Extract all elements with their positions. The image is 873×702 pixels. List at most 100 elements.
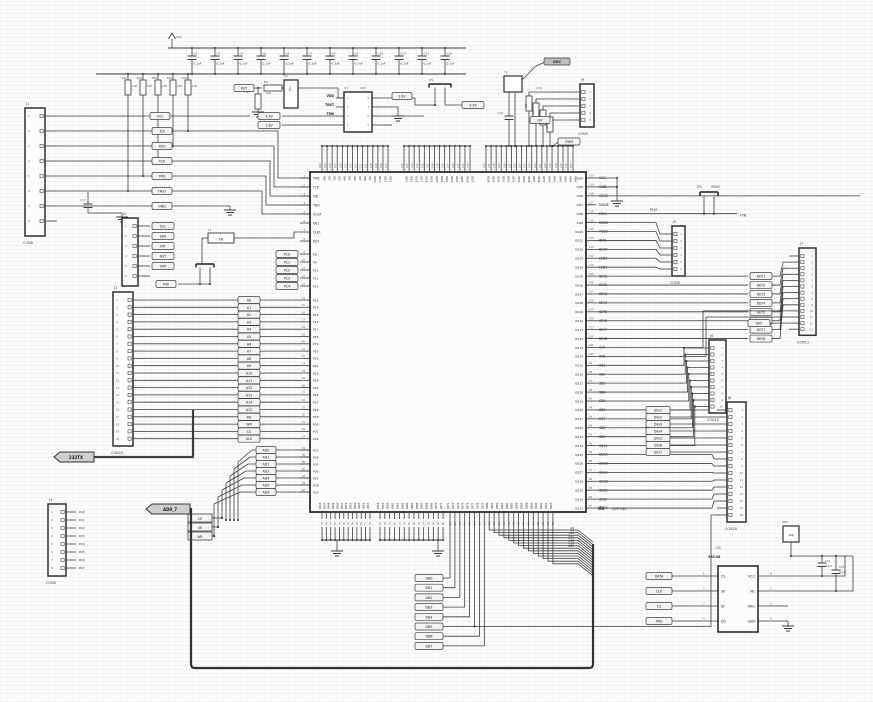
net-label-box: [151, 222, 175, 230]
pin-text: IO44: [568, 176, 572, 183]
pin-text: 6: [680, 267, 682, 271]
pin-text: IO13: [388, 176, 392, 183]
pin-text: IO60: [386, 502, 390, 509]
pin-text: 138: [442, 163, 445, 168]
pin-text: 90: [589, 442, 593, 445]
net-label: 1.8V: [398, 95, 406, 99]
net-label: DO: [721, 619, 727, 623]
pin-text: 5: [589, 118, 591, 122]
junction-dot: [236, 518, 240, 522]
junction-dot: [685, 359, 688, 363]
pin-text: 77: [497, 522, 500, 526]
net-label: A13: [246, 393, 252, 397]
pin-text: 157: [334, 163, 337, 168]
pin-text: 67: [448, 522, 451, 526]
pin-text: 78: [502, 522, 505, 526]
net-label: INT: [160, 245, 166, 249]
net-label: 3.3V: [265, 115, 273, 119]
pin-text: 4: [680, 253, 682, 257]
pin-text: 13: [302, 282, 306, 286]
pin-text: 113: [589, 237, 594, 240]
pin-text: 119: [549, 163, 552, 168]
ref-des: U2: [284, 74, 288, 78]
pin-text: 7: [741, 450, 743, 454]
junction-dot: [236, 72, 240, 76]
junction-dot: [468, 144, 472, 148]
net-label: 10K: [192, 84, 197, 88]
pin-text: 79: [507, 522, 510, 526]
pin-text: 13: [810, 327, 814, 331]
pin-text: P25: [313, 386, 319, 390]
pin-text: 48: [351, 522, 354, 526]
pin-text: IO14: [404, 176, 408, 183]
pin-text: IO0: [322, 176, 326, 181]
net-label: CS: [657, 605, 661, 609]
pin-text: IO109: [575, 310, 583, 314]
pin-text: P35: [313, 462, 319, 466]
pin-text: 86: [589, 478, 593, 481]
pin-text: P22: [313, 364, 319, 368]
pin-text: 4: [347, 124, 349, 127]
net-label: A12: [568, 536, 574, 540]
pin-text: IO91: [539, 502, 543, 509]
eeprom-circuit: U493C461CSDATA8VCC2SKCLK7NC3DICS6ORG4DOP…: [645, 520, 854, 633]
net-label: P30: [163, 283, 169, 287]
pin-text: IO24: [455, 176, 459, 183]
net-label: 0.1uF: [194, 62, 202, 66]
pin-text: 17: [302, 318, 306, 322]
junction-dot: [216, 525, 220, 529]
pin-text: 2: [116, 306, 118, 310]
pin-text: IO101: [575, 239, 583, 243]
connector-body: [47, 503, 67, 577]
net-label: SCL: [160, 225, 166, 229]
pin-text: 94: [589, 407, 593, 410]
net-label: A10: [246, 372, 252, 376]
pin-text: 104: [589, 317, 594, 320]
pin-text: IO5: [348, 176, 352, 181]
net-label: KEY8: [757, 337, 765, 341]
pin-text: 7: [721, 385, 723, 389]
net-label: DB3: [426, 606, 433, 610]
net-label: TRST: [157, 190, 167, 194]
net-label: KEY7: [757, 328, 765, 332]
net-label: DIG6: [654, 444, 662, 448]
ref-des: L1: [208, 228, 212, 232]
pin-text: IO73: [451, 502, 455, 509]
pin-text: 112: [589, 246, 594, 249]
pin-text: IO104: [575, 266, 583, 270]
junction-dot: [190, 46, 194, 50]
net-label: OSC: [553, 60, 562, 64]
pin-text: IO128: [575, 480, 583, 484]
ref-des: C15: [839, 565, 845, 569]
pin-text: 150: [370, 163, 373, 168]
pin-text: IO103: [575, 257, 583, 261]
pin-text: 10: [720, 405, 724, 409]
pin-text: 6: [811, 285, 813, 289]
net-label: DI: [721, 604, 725, 608]
pin-text: 6: [721, 379, 723, 383]
pin-text: 115: [589, 219, 594, 222]
net-label: CLK1: [313, 230, 321, 234]
pin-text: IO125: [575, 453, 583, 457]
resistor: [254, 93, 262, 110]
pin-text: IO28: [486, 176, 490, 183]
pin-text: IO111: [575, 328, 583, 332]
pin-text: 4: [116, 320, 118, 324]
net-label: AD6: [263, 491, 270, 495]
net-label-box: [149, 112, 171, 120]
aux-header: 123456J2CON6SCLSDAINTRSTVPP: [120, 212, 175, 295]
pin-text: P36: [313, 469, 319, 473]
net-label: A4: [247, 328, 251, 332]
pin-text: P39: [313, 490, 319, 494]
pin-text: IO59: [381, 502, 385, 509]
pin-text: 34: [302, 446, 306, 450]
pin-text: 121: [539, 163, 542, 168]
part-label: CON13: [797, 340, 809, 344]
pin-text: 71: [468, 522, 471, 526]
net-label: A1: [247, 306, 251, 310]
pin-text: 51: [364, 522, 367, 526]
net-label: GCLR: [313, 212, 322, 216]
